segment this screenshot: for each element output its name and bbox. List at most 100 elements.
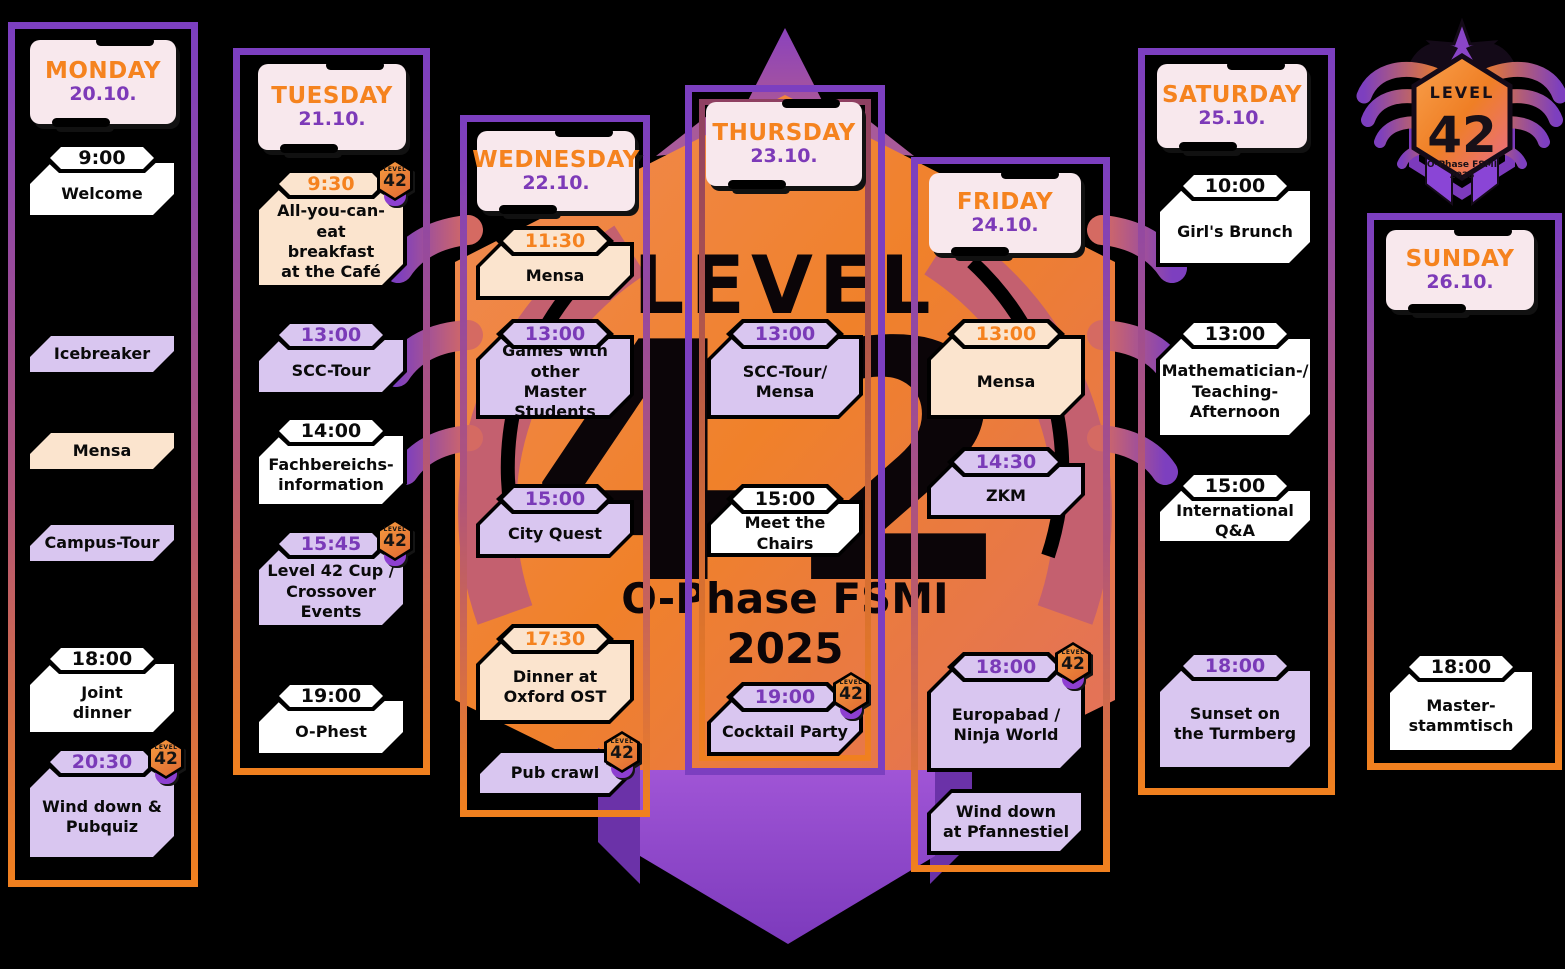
event-box: Dinner at Oxford OST: [476, 640, 634, 724]
event-box: Icebreaker: [26, 332, 178, 376]
event-dinner-oxford: 17:30 Dinner at Oxford OST: [476, 624, 634, 724]
day-header-sunday: SUNDAY 26.10.: [1386, 227, 1534, 313]
time-tag: 18:00: [1176, 651, 1294, 681]
event-fachbereichsinformation: 14:00 Fachbereichs- information: [255, 416, 407, 508]
logo-ophase-text: O-Phase FSMI: [1427, 160, 1497, 170]
time-tag: 10:00: [1176, 171, 1294, 201]
emblem-top-spike: [737, 28, 833, 122]
logo-42-text: 42: [1427, 106, 1497, 164]
event-box: Mensa: [927, 335, 1085, 419]
day-date: 23.10.: [750, 145, 818, 168]
event-box: Mensa: [26, 429, 178, 473]
logo-level-text: LEVEL: [1430, 83, 1495, 102]
day-name: SUNDAY: [1405, 245, 1515, 272]
time-tag: 9:30: [272, 169, 390, 199]
event-box: Master- stammtisch: [1386, 668, 1536, 754]
time-tag: 20:30: [43, 747, 161, 777]
time-tag: 13:00: [947, 319, 1065, 349]
event-masterstammtisch: 18:00 Master- stammtisch: [1386, 652, 1536, 754]
time-tag: 17:30: [496, 624, 614, 654]
event-zkm: 14:30 ZKM: [927, 447, 1085, 519]
day-date: 26.10.: [1426, 271, 1494, 294]
time-tag: 14:30: [947, 447, 1065, 477]
event-box: Joint dinner: [26, 660, 178, 736]
day-name: THURSDAY: [712, 119, 856, 146]
level42-logo: LEVEL 42 O-Phase FSMI 2025: [1356, 17, 1565, 206]
event-box: Sunset on the Turmberg: [1156, 667, 1314, 771]
event-mensa-wednesday: 11:30 Mensa: [476, 226, 634, 300]
event-welcome: 9:00 Welcome: [26, 143, 178, 219]
event-meet-the-chairs: 15:00 Meet the Chairs: [707, 484, 863, 557]
day-header-saturday: SATURDAY 25.10.: [1157, 61, 1307, 151]
time-tag: 15:45: [272, 529, 390, 559]
time-tag: 18:00: [947, 652, 1065, 682]
event-o-phest: 19:00 O-Phest: [255, 681, 407, 757]
day-date: 24.10.: [971, 214, 1039, 237]
event-box: Games with other Master Students: [476, 335, 634, 419]
event-box: Welcome: [26, 159, 178, 219]
time-tag: 18:00: [43, 644, 161, 674]
day-header-tuesday: TUESDAY 21.10.: [258, 61, 406, 153]
column-frame-thursday-inner: [699, 99, 871, 761]
day-name: WEDNESDAY: [472, 146, 640, 173]
time-tag: 18:00: [1402, 652, 1520, 682]
day-name: SATURDAY: [1161, 81, 1302, 108]
time-tag: 15:00: [496, 484, 614, 514]
event-box: All-you-can-eat breakfast at the Café: [255, 185, 407, 289]
time-tag: 13:00: [726, 319, 844, 349]
time-tag: 9:00: [43, 143, 161, 173]
day-date: 20.10.: [69, 83, 137, 106]
event-mensa-friday: 13:00 Mensa: [927, 319, 1085, 419]
event-joint-dinner: 18:00 Joint dinner: [26, 644, 178, 736]
time-tag: 13:00: [1176, 319, 1294, 349]
time-tag: 19:00: [726, 682, 844, 712]
event-campus-tour: Campus-Tour: [26, 521, 178, 565]
day-header-thursday: THURSDAY 23.10.: [706, 99, 862, 189]
time-tag: 11:30: [496, 226, 614, 256]
event-box: City Quest: [476, 500, 634, 558]
day-header-friday: FRIDAY 24.10.: [929, 170, 1081, 256]
day-date: 21.10.: [298, 108, 366, 131]
event-international-qa: 15:00 International Q&A: [1156, 471, 1314, 545]
event-box: SCC-Tour/ Mensa: [707, 335, 863, 419]
event-mensa-monday: Mensa: [26, 429, 178, 473]
column-frame-tuesday: [233, 48, 430, 775]
event-box: Campus-Tour: [26, 521, 178, 565]
event-games-master-students: 13:00 Games with other Master Students: [476, 319, 634, 419]
event-box: Level 42 Cup / Crossover Events: [255, 545, 407, 629]
event-wind-down-pfannestiel: Wind down at Pfannestiel: [927, 789, 1085, 855]
time-tag: 13:00: [496, 319, 614, 349]
column-frame-thursday-outer: [685, 85, 885, 775]
day-header-monday: MONDAY 20.10.: [30, 37, 176, 127]
event-mathematician-teaching-afternoon: 13:00 Mathematician-/ Teaching- Afternoo…: [1156, 319, 1314, 439]
event-box: Wind down at Pfannestiel: [927, 789, 1085, 855]
event-box: Europabad / Ninja World: [927, 668, 1085, 772]
event-box: Fachbereichs- information: [255, 432, 407, 508]
day-name: TUESDAY: [271, 82, 393, 109]
day-header-wednesday: WEDNESDAY 22.10.: [472, 128, 639, 214]
time-tag: 15:00: [1176, 471, 1294, 501]
day-name: FRIDAY: [956, 188, 1054, 215]
time-tag: 15:00: [726, 484, 844, 514]
event-box: Wind down & Pubquiz: [26, 763, 178, 861]
event-city-quest: 15:00 City Quest: [476, 484, 634, 558]
logo-year-text: 2025: [1449, 171, 1474, 181]
event-girls-brunch: 10:00 Girl's Brunch: [1156, 171, 1314, 267]
event-sunset-turmberg: 18:00 Sunset on the Turmberg: [1156, 651, 1314, 771]
time-tag: 14:00: [272, 416, 390, 446]
logo-hexagon: [1411, 53, 1513, 181]
day-date: 22.10.: [522, 172, 590, 195]
day-date: 25.10.: [1198, 107, 1266, 130]
